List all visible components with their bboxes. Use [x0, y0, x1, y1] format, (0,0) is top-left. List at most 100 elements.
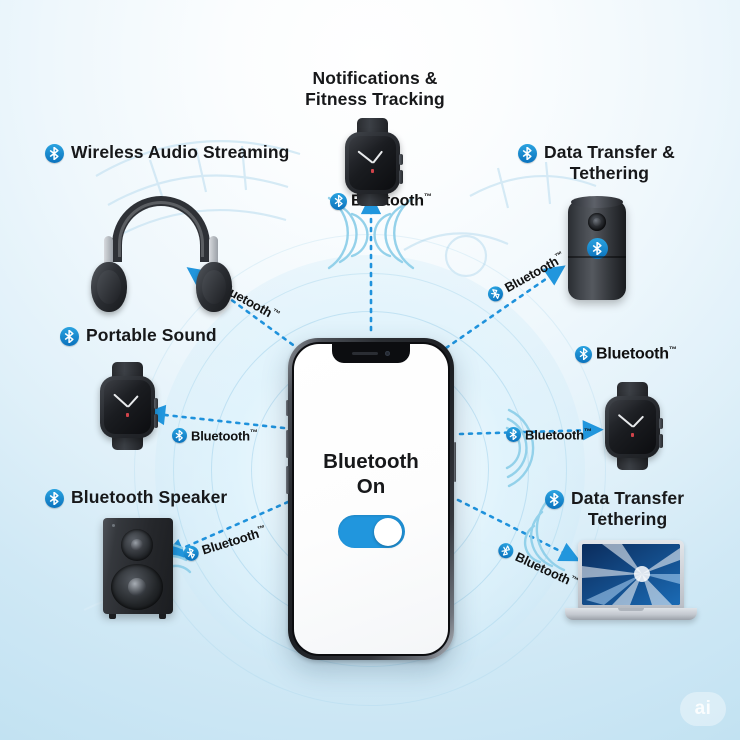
label-line-2: Fitness Tracking [305, 89, 445, 110]
lockup-word: Bluetooth [502, 253, 561, 296]
watch-crown[interactable] [399, 154, 403, 165]
bluetooth-screen-state: On [356, 474, 386, 498]
device-smartwatch-left[interactable] [95, 362, 161, 452]
label-line-1: Data Transfer & [544, 142, 675, 162]
watch-side-button[interactable] [659, 434, 663, 448]
bluetooth-badge-icon [485, 283, 506, 305]
phone-bezel: Bluetooth On [292, 342, 450, 656]
label-portable-sound: Portable Sound [60, 325, 217, 346]
watch-side-button[interactable] [399, 170, 403, 184]
watch-hand-minute [112, 393, 129, 408]
label-line-2: Tethering [569, 163, 650, 184]
smartphone[interactable]: Bluetooth On [286, 338, 456, 660]
bluetooth-badge-icon [45, 144, 64, 163]
portable-speaker-top [571, 196, 623, 208]
phone-earpiece-icon [352, 351, 378, 356]
device-laptop[interactable] [565, 540, 710, 622]
watch-hand-hour [371, 150, 383, 164]
device-headphones[interactable] [91, 196, 240, 318]
bluetooth-badge-icon [181, 544, 201, 563]
label-data-transfer-tethering-bottom: Data Transfer Tethering [545, 488, 684, 531]
bluetooth-badge-icon [495, 540, 516, 561]
headphone-earpad-left [97, 270, 121, 304]
bluetooth-lockup-upper-right: Bluetooth™ [485, 249, 567, 305]
bluetooth-badge-icon [506, 427, 521, 443]
bluetooth-badge-icon [330, 192, 347, 210]
bluetooth-badge-icon [518, 144, 537, 163]
watch-crown[interactable] [154, 398, 158, 409]
lockup-trademark: ™ [256, 523, 267, 535]
headphone-earcup-right [196, 262, 232, 312]
speaker-foot-left [109, 614, 116, 619]
bluetooth-badge-icon [587, 238, 608, 259]
watch-hand-hour [631, 415, 644, 428]
headphone-earpad-right [202, 270, 226, 304]
lockup-trademark: ™ [423, 192, 432, 201]
speaker-foot-right [159, 614, 166, 619]
laptop-screen [582, 544, 680, 605]
ai-watermark: ai [680, 692, 726, 726]
watch-face-marker [371, 169, 374, 174]
watch-crown[interactable] [659, 418, 663, 429]
headphone-earcup-left [91, 262, 127, 312]
bluetooth-badge-icon [545, 490, 564, 509]
phone-screen[interactable]: Bluetooth On [294, 344, 448, 654]
lockup-word: Bluetooth [512, 549, 573, 588]
lockup-word: Bluetooth [596, 345, 669, 363]
speaker-led-icon [112, 524, 115, 527]
label-data-transfer-tethering-top: Data Transfer & Tethering [518, 142, 675, 185]
watch-hand-minute [356, 150, 374, 164]
device-smartwatch-right[interactable] [600, 382, 666, 472]
lockup-word: Bluetooth [200, 525, 261, 558]
watch-case [605, 396, 663, 458]
label-wireless-audio-streaming: Wireless Audio Streaming [45, 142, 289, 163]
bluetooth-lockup-right: Bluetooth™ [506, 427, 592, 442]
device-smartwatch-top[interactable] [340, 118, 406, 208]
lockup-trademark: ™ [249, 428, 258, 437]
bluetooth-badge-icon [575, 345, 592, 363]
phone-volume-up-button[interactable] [286, 430, 289, 458]
watch-face-marker [631, 433, 634, 438]
lockup-trademark: ™ [668, 345, 677, 354]
speaker-cabinet [103, 518, 173, 614]
lockup-trademark: ™ [583, 427, 592, 436]
toggle-knob [374, 517, 402, 546]
headphone-arm-left [104, 236, 113, 276]
bluetooth-lockup-right-watch: Bluetooth™ [575, 345, 677, 363]
lockup-word: Bluetooth [525, 427, 584, 443]
bluetooth-screen-title: Bluetooth [323, 449, 419, 473]
bluetooth-lockup-lower-left: Bluetooth™ [181, 523, 268, 563]
device-portable-speaker[interactable] [568, 196, 626, 302]
watch-face [349, 136, 396, 190]
label-line-1: Data Transfer [571, 488, 685, 508]
label-text: Portable Sound [86, 325, 217, 345]
watch-face [104, 380, 151, 434]
lockup-word: Bluetooth [191, 428, 250, 444]
bluetooth-badge-icon [60, 327, 79, 346]
watch-side-button[interactable] [154, 414, 158, 428]
portable-speaker-lens [588, 213, 606, 231]
watch-hand-minute [617, 414, 634, 428]
bluetooth-lockup-left: Bluetooth™ [172, 428, 258, 443]
phone-volume-down-button[interactable] [286, 466, 289, 494]
bluetooth-lockup-lower-right: Bluetooth™ [495, 540, 580, 591]
phone-silent-switch[interactable] [286, 400, 289, 416]
bluetooth-badge-icon [172, 428, 187, 444]
watch-case [345, 132, 403, 194]
watch-hand-hour [126, 395, 139, 408]
label-bluetooth-speaker: Bluetooth Speaker [45, 487, 227, 508]
laptop-trackpad-notch [618, 608, 644, 611]
label-text: Bluetooth Speaker [71, 487, 228, 507]
label-line-1: Notifications & [312, 68, 438, 88]
watch-case [100, 376, 158, 438]
label-text: Wireless Audio Streaming [71, 142, 290, 162]
phone-power-button[interactable] [453, 442, 456, 482]
device-bookshelf-speaker[interactable] [103, 518, 173, 620]
bluetooth-badge-icon [45, 489, 64, 508]
label-line-2: Tethering [587, 509, 668, 530]
headphone-arm-right [209, 236, 218, 276]
portable-speaker-seam [568, 256, 626, 258]
phone-front-camera-icon [385, 351, 390, 356]
bluetooth-toggle-switch[interactable] [337, 515, 405, 549]
